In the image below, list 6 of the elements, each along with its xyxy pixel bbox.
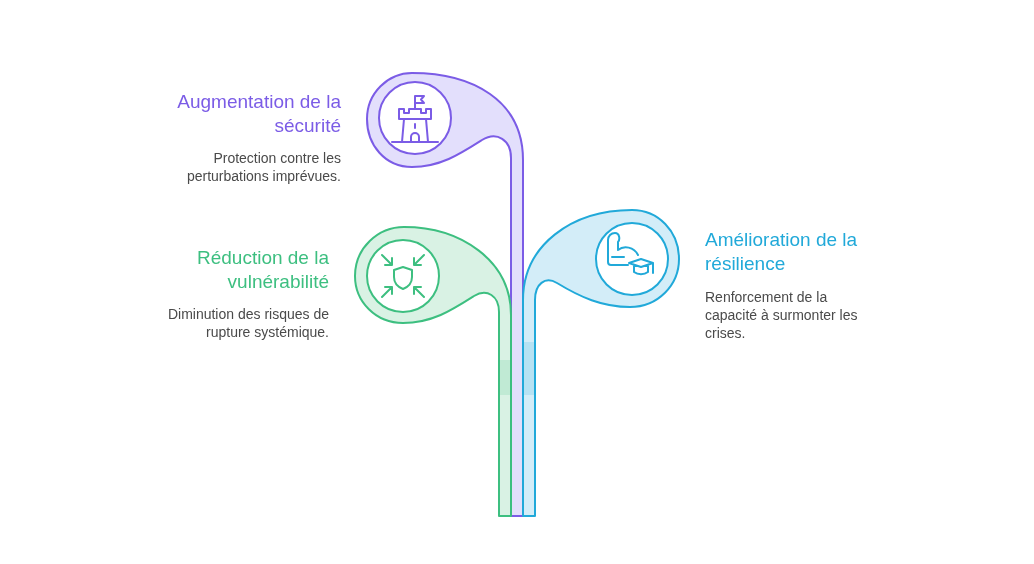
section-heading: Amélioration de la résilience xyxy=(705,228,859,276)
description-text: Diminution des risques de rupture systémique. xyxy=(166,305,329,341)
section-heading: Réduction de la vulnérabilité xyxy=(195,246,329,294)
description-text: Renforcement de la capacité à surmonter les crises. xyxy=(705,288,859,342)
description-text: Protection contre les perturbations imprévues. xyxy=(185,149,341,185)
section-heading: Augmentation de la sécurité xyxy=(176,90,341,138)
